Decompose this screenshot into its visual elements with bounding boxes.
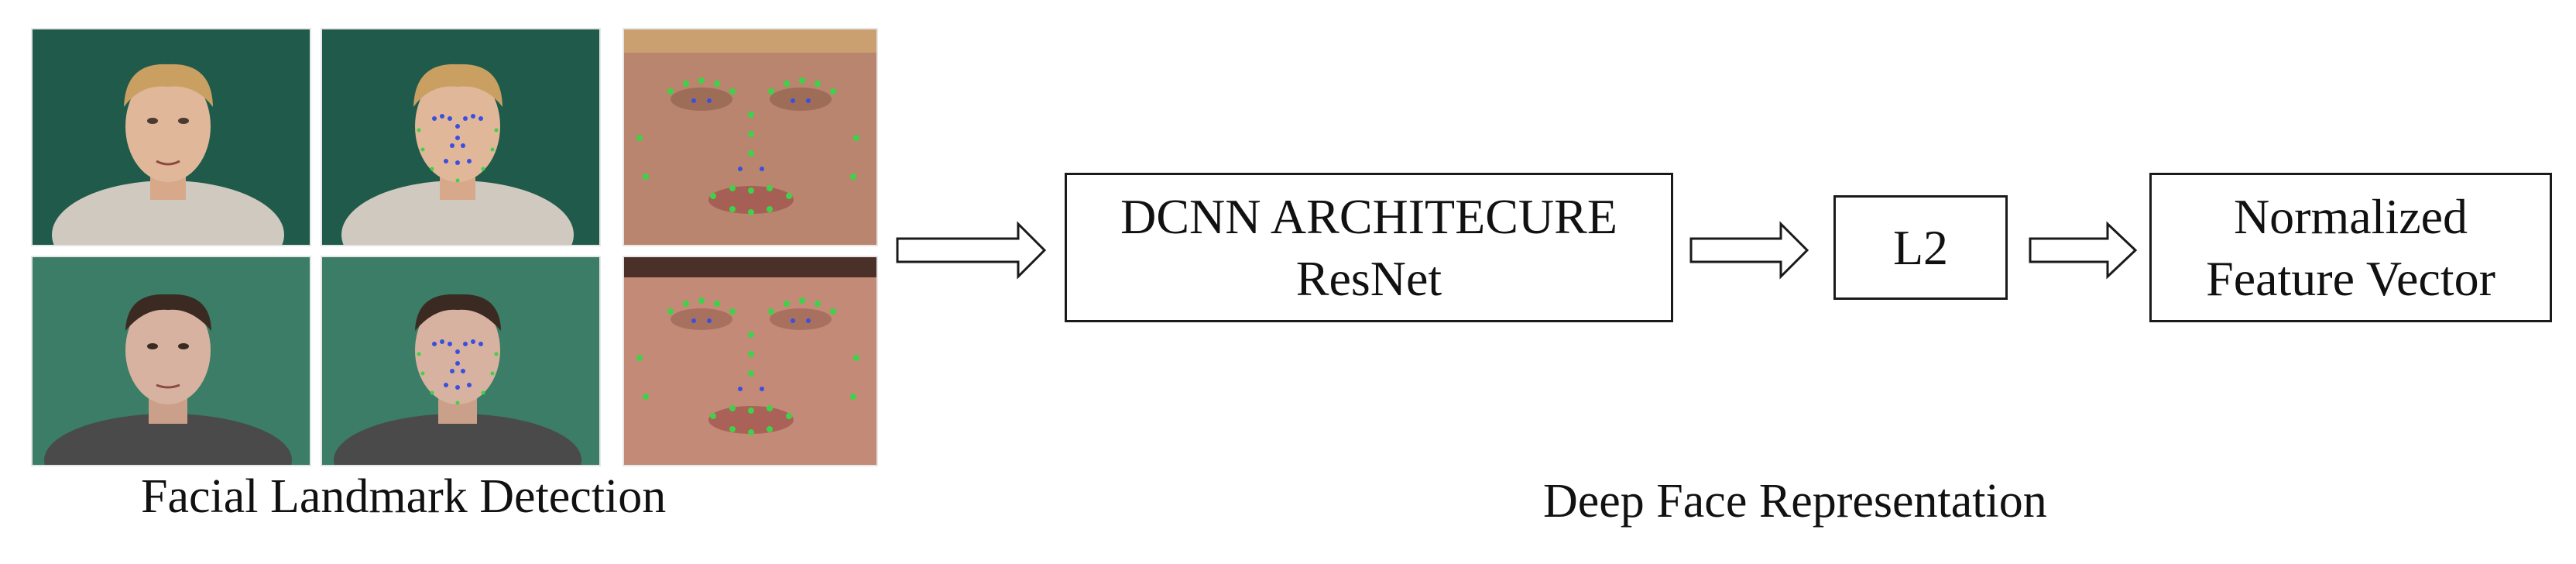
photo-subject2-original bbox=[33, 257, 310, 465]
deep-face-caption: Deep Face Representation bbox=[1543, 475, 2047, 528]
face-closeup-image bbox=[624, 29, 876, 245]
face-landmarks-image bbox=[322, 29, 599, 245]
photo-subject1-original bbox=[33, 29, 310, 245]
face-closeup-image bbox=[624, 257, 876, 465]
dcnn-box-title: DCNN ARCHITECURE bbox=[1120, 188, 1617, 244]
output-box-line2: Feature Vector bbox=[2206, 250, 2495, 306]
landmark-caption: Facial Landmark Detection bbox=[141, 470, 667, 523]
photo-subject1-landmarks bbox=[322, 29, 599, 245]
photo-subject2-landmarks-closeup bbox=[624, 257, 876, 465]
l2-normalization-box: L2 bbox=[1833, 195, 2008, 300]
arrow-photos-to-dcnn bbox=[896, 221, 1047, 280]
dcnn-architecture-box: DCNN ARCHITECURE ResNet bbox=[1065, 173, 1673, 322]
normalized-feature-vector-box: Normalized Feature Vector bbox=[2149, 173, 2552, 322]
output-box-line1: Normalized bbox=[2233, 188, 2468, 244]
face-photo-image bbox=[33, 29, 310, 245]
dcnn-box-subtitle: ResNet bbox=[1295, 250, 1442, 306]
face-photo-image bbox=[33, 257, 310, 465]
l2-box-label: L2 bbox=[1892, 219, 1949, 275]
photo-subject2-landmarks bbox=[322, 257, 599, 465]
face-landmarks-image bbox=[322, 257, 599, 465]
arrow-dcnn-to-l2 bbox=[1689, 221, 1809, 280]
photo-subject1-landmarks-closeup bbox=[624, 29, 876, 245]
arrow-l2-to-output bbox=[2029, 221, 2138, 280]
